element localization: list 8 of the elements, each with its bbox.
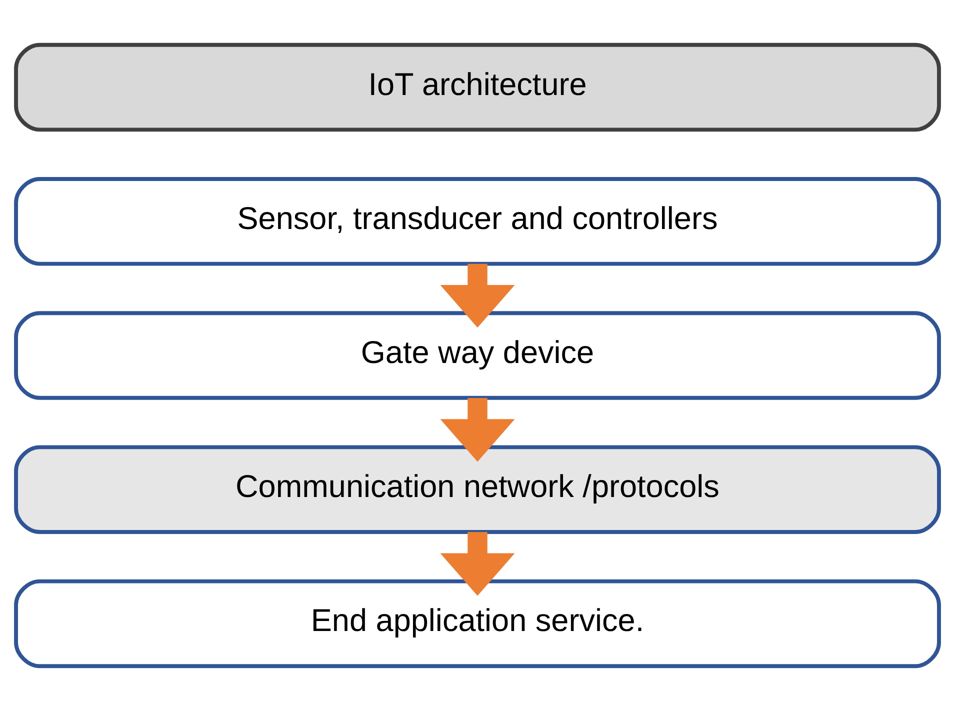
node-box: IoT architecture xyxy=(14,42,941,132)
arrow xyxy=(440,264,515,328)
arrow xyxy=(440,398,515,462)
node-box: Sensor, transducer and controllers xyxy=(14,177,941,266)
node-box: Communication network /protocols xyxy=(14,445,941,534)
arrow xyxy=(440,532,515,596)
node-box: End application service. xyxy=(14,579,941,668)
node-box: Gate way device xyxy=(14,311,941,400)
